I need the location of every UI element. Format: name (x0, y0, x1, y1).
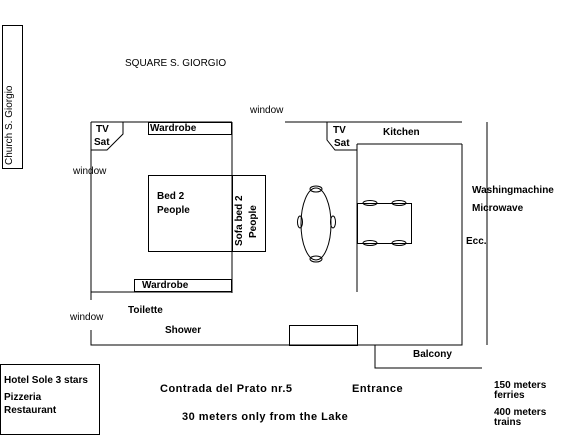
window-top-label: window (250, 105, 284, 116)
kitchen-label: Kitchen (383, 127, 420, 138)
toilette-label: Toilette (128, 305, 163, 316)
wardrobe-bottom-label: Wardrobe (142, 280, 189, 291)
entrance-label: Entrance (352, 383, 404, 395)
window-left-bottom-label: window (70, 312, 104, 323)
bed-people-label: People (157, 205, 190, 216)
chair (362, 240, 378, 246)
trains-distance-label: 400 meters (494, 407, 547, 418)
tv-right-corner (326, 122, 357, 151)
tv-left-corner (91, 122, 124, 151)
balcony-label: Balcony (413, 349, 452, 360)
sofa-bed-box (232, 175, 266, 252)
restaurant-label: Restaurant (4, 405, 57, 416)
square-label: SQUARE S. GIORGIO (125, 58, 227, 69)
sofa-bed-label: Sofa bed 2 (234, 195, 245, 246)
kitchen-inner-wall (375, 144, 463, 346)
address-label: Contrada del Prato nr.5 (160, 383, 293, 395)
trains-label: trains (494, 417, 522, 428)
ecc-label: Ecc. (466, 236, 487, 247)
hotel-label: Hotel Sole 3 stars (4, 375, 88, 386)
sat-left-label: Sat (94, 137, 110, 148)
shower-box (289, 325, 358, 346)
wardrobe-bottom-box (134, 279, 232, 292)
chair (391, 200, 407, 206)
lake-distance-label: 30 meters only from the Lake (182, 411, 349, 423)
ferries-distance-label: 150 meters (494, 380, 547, 391)
ferries-label: ferries (494, 390, 525, 401)
chair (309, 255, 323, 263)
window-left-top-label: window (73, 166, 107, 177)
chair (309, 185, 323, 193)
microwave-label: Microwave (472, 203, 524, 214)
sat-right-label: Sat (334, 138, 350, 149)
sofa-people-label: People (248, 205, 259, 238)
wardrobe-top-label: Wardrobe (150, 123, 197, 134)
church-label: Church S. Giorgio (4, 85, 15, 165)
kitchen-table (357, 203, 412, 244)
washingmachine-label: Washingmachine (472, 185, 554, 196)
tv-left-label: TV (96, 124, 109, 135)
chair (362, 200, 378, 206)
wardrobe-top-box (148, 122, 232, 135)
living-table (300, 187, 332, 261)
chair (297, 215, 303, 229)
pizzeria-label: Pizzeria (4, 392, 42, 403)
tv-right-label: TV (333, 125, 346, 136)
chair (391, 240, 407, 246)
chair (330, 215, 336, 229)
church-box (2, 25, 23, 169)
shower-label: Shower (165, 325, 202, 336)
bed-label: Bed 2 (157, 191, 185, 202)
